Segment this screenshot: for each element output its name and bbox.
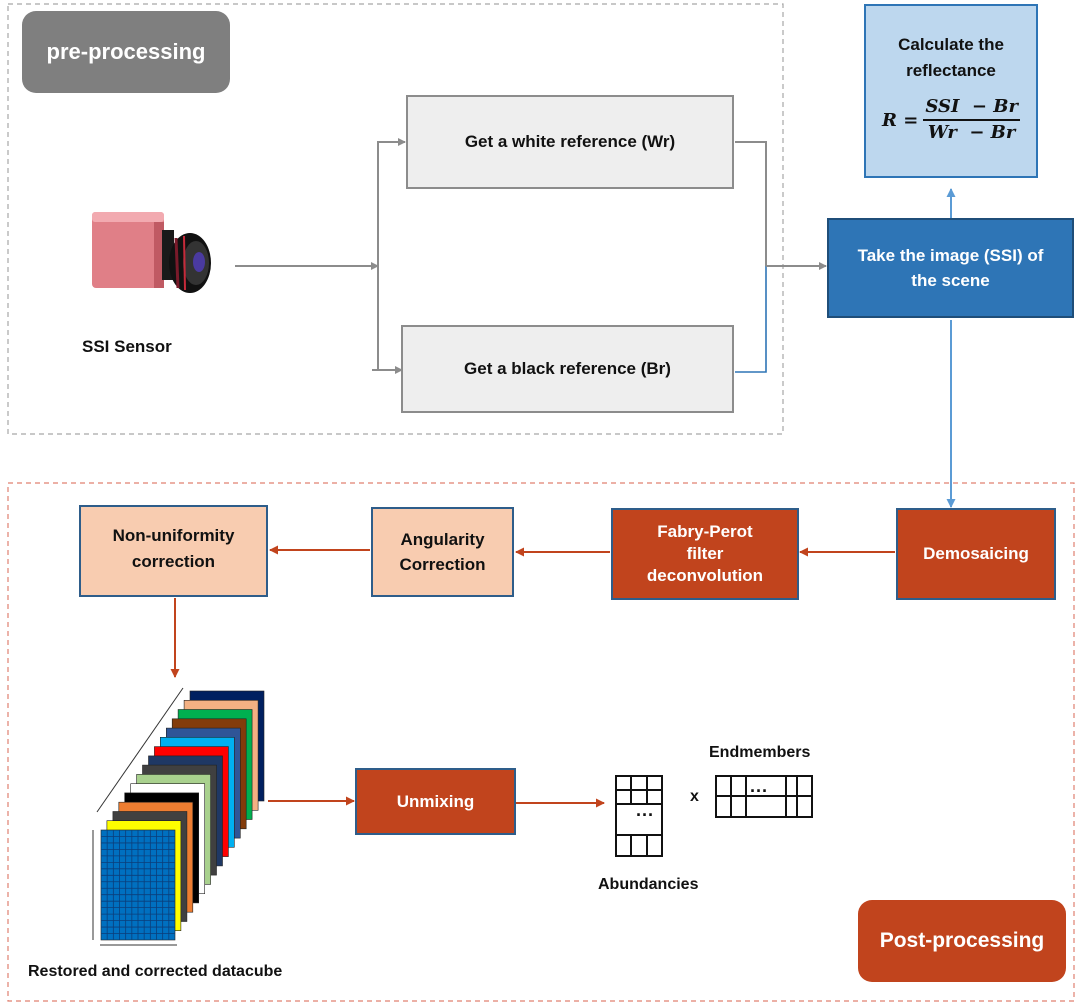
- white-reference-box: Get a white reference (Wr): [406, 95, 734, 189]
- angularity-box: Angularity Correction: [371, 507, 514, 597]
- angularity-line-2: Correction: [399, 555, 486, 574]
- times-sign: x: [690, 788, 699, 805]
- sensor-label: SSI Sensor: [82, 337, 172, 356]
- white-reference-label: Get a white reference (Wr): [464, 132, 676, 152]
- endmember-dots: ···: [750, 781, 768, 801]
- fabry-perot-line-1: Fabry-Perot: [657, 521, 753, 541]
- connector-white-ref: [735, 141, 767, 266]
- fabry-perot-box: Fabry-Perot filter deconvolution: [611, 508, 799, 600]
- demosaicing-box: Demosaicing: [896, 508, 1056, 600]
- fabry-perot-line-3: deconvolution: [646, 566, 764, 586]
- reflectance-box: Calculate the reflectance R = SSI − Br W…: [864, 4, 1038, 178]
- formula-denominator: Wr − Br: [927, 122, 1016, 144]
- fabry-perot-line-2: filter: [686, 543, 724, 563]
- reflectance-line-2: reflectance: [906, 60, 996, 80]
- angularity-line-1: Angularity: [400, 529, 485, 549]
- non-uniformity-line-2: correction: [131, 551, 216, 571]
- formula-lhs: R =: [882, 109, 919, 131]
- pre-processing-frame: [7, 3, 784, 435]
- camera-sensor-image: [92, 212, 211, 293]
- abundance-matrix-icon: [615, 775, 663, 857]
- post-processing-tag: Post-processing: [858, 900, 1066, 982]
- demosaicing-label: Demosaicing: [923, 544, 1029, 564]
- non-uniformity-line-1: Non-uniformity: [112, 526, 235, 545]
- datacube-depth-dimension: [96, 687, 184, 813]
- non-uniformity-box: Non-uniformity correction: [79, 505, 268, 597]
- datacube-label: Restored and corrected datacube: [28, 963, 283, 980]
- take-image-box: Take the image (SSI) of the scene: [827, 218, 1074, 318]
- formula-numerator: SSI − Br: [923, 95, 1020, 122]
- pre-processing-tag: pre-processing: [22, 11, 230, 93]
- black-reference-box: Get a black reference (Br): [401, 325, 734, 413]
- unmixing-label: Unmixing: [396, 791, 475, 811]
- post-processing-frame: [7, 482, 1075, 1002]
- endmembers-label: Endmembers: [709, 744, 811, 761]
- reflectance-formula: R = SSI − Br Wr − Br: [882, 95, 1020, 146]
- formula-fraction: SSI − Br Wr − Br: [923, 95, 1020, 146]
- connector-black-ref: [735, 266, 767, 373]
- abundance-dots: ···: [636, 805, 654, 825]
- endmember-matrix-icon: [715, 775, 813, 818]
- datacube-graphic: [100, 690, 265, 941]
- unmixing-box: Unmixing: [355, 768, 516, 835]
- black-reference-label: Get a black reference (Br): [464, 359, 671, 379]
- take-image-line-1: Take the image (SSI) of: [857, 245, 1044, 265]
- take-image-line-2: the scene: [911, 271, 990, 290]
- abundancies-label: Abundancies: [598, 876, 699, 893]
- arrow-to-white-ref: [377, 138, 406, 370]
- reflectance-line-1: Calculate the: [898, 35, 1004, 54]
